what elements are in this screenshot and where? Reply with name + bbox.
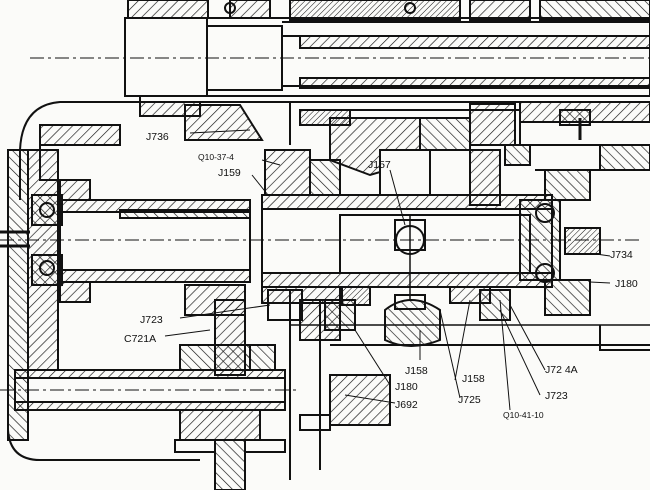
- label-q10-37-4: Q10-37-4: [198, 152, 234, 162]
- lower-gear-cluster: [179, 284, 356, 470]
- part-labels: J736 Q10-37-4 J159 J157 J734 J180 J723 C…: [124, 131, 638, 420]
- label-j723-right: J723: [545, 390, 568, 402]
- label-c721a: C721A: [124, 333, 156, 345]
- gear-hub-upper: [184, 103, 591, 206]
- label-j158-a: J158: [405, 365, 428, 377]
- label-j736: J736: [146, 131, 169, 143]
- label-j723-left: J723: [140, 314, 163, 326]
- label-q10-41-10: Q10-41-10: [503, 410, 544, 420]
- label-j158-b: J158: [462, 373, 485, 385]
- label-j724a: J72 4A: [545, 364, 578, 376]
- label-j734: J734: [610, 249, 633, 261]
- label-j180-bottom: J180: [395, 381, 418, 393]
- input-shaft-left: [0, 179, 640, 303]
- label-j692: J692: [395, 399, 418, 411]
- lower-shaft: [0, 369, 391, 490]
- leader-lines: [164, 129, 611, 411]
- label-j180-right: J180: [615, 278, 638, 290]
- label-j725: J725: [458, 394, 481, 406]
- upper-shaft-assembly: [30, 0, 650, 97]
- label-j157: J157: [368, 159, 391, 171]
- label-j159: J159: [218, 167, 241, 179]
- housing-outline: [7, 96, 650, 461]
